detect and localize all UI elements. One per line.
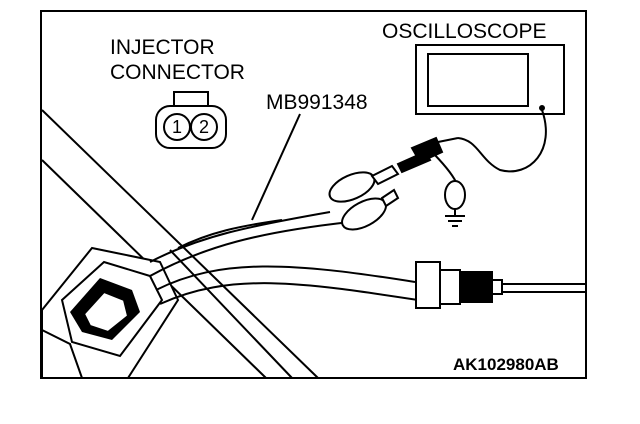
connector-pin-2: 2 xyxy=(199,117,209,137)
probe-clip-2 xyxy=(341,188,400,231)
harness-connector xyxy=(415,261,503,309)
oscilloscope-device xyxy=(415,44,565,115)
probe-tip xyxy=(410,136,444,164)
tool-number-leader xyxy=(251,113,301,221)
figure-code: AK102980AB xyxy=(453,355,559,374)
oscilloscope-label: OSCILLOSCOPE xyxy=(382,20,547,43)
harness-wire xyxy=(502,283,586,293)
connector-pin-1: 1 xyxy=(172,117,182,137)
pin-2-circle xyxy=(190,113,218,141)
injector-body xyxy=(41,246,180,379)
tool-number-label: MB991348 xyxy=(266,91,368,114)
ground-clip xyxy=(444,180,466,216)
harness-cable xyxy=(149,211,419,305)
injector-connector-icon xyxy=(155,91,227,149)
connector-label: CONNECTOR xyxy=(110,61,245,84)
ground-icon xyxy=(445,215,465,227)
injector-label: INJECTOR xyxy=(110,36,215,59)
